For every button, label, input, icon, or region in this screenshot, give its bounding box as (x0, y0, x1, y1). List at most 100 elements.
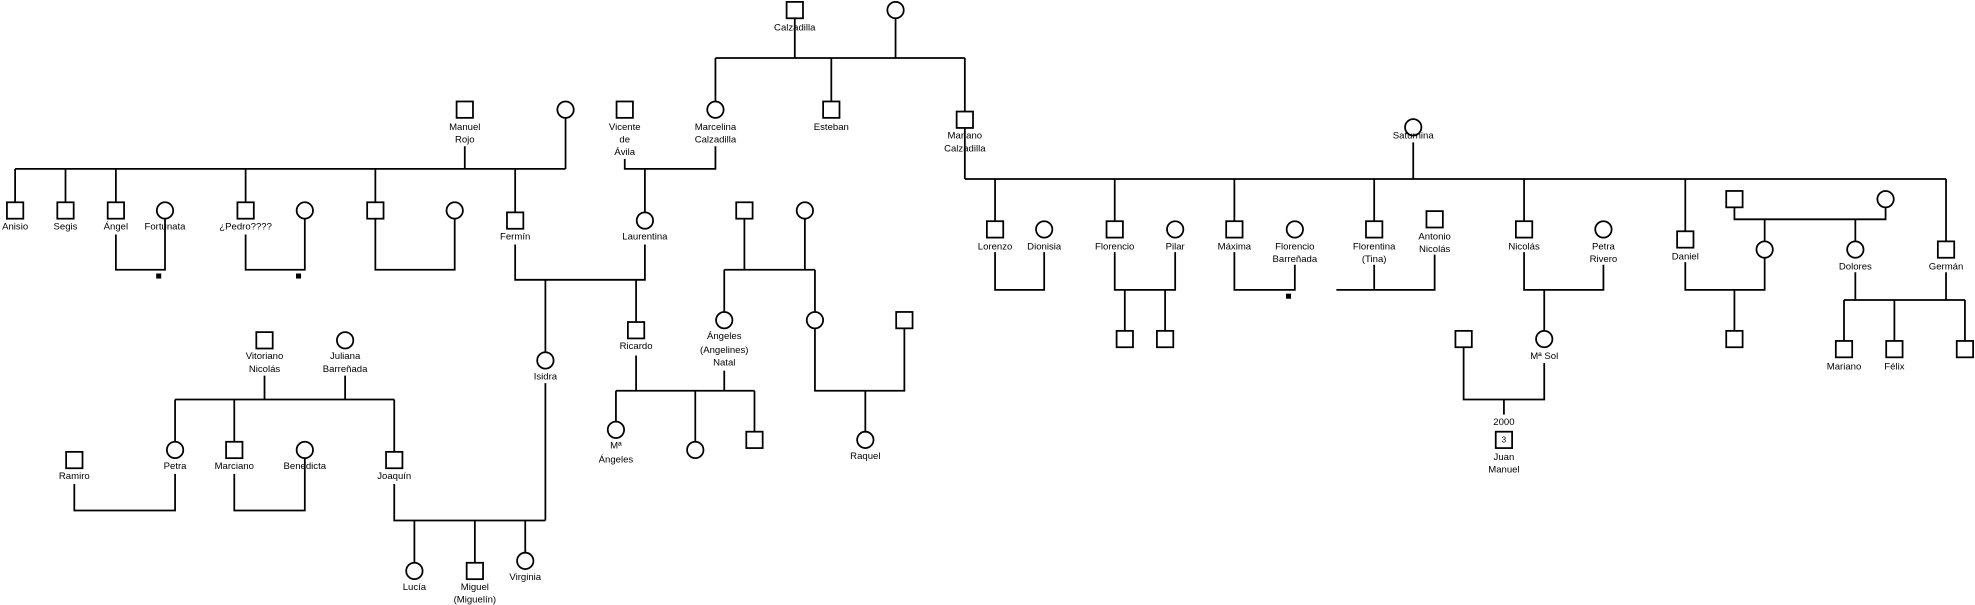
label-birth-year: 2000 (1493, 417, 1514, 428)
male-symbol-raquel-father[interactable] (895, 311, 914, 330)
male-symbol-german-son[interactable] (1955, 340, 1974, 359)
label-miguel: Miguel (461, 582, 489, 593)
label-florencio-barrenada: Florencio (1275, 242, 1314, 253)
female-symbol-dionisia[interactable] (1035, 220, 1054, 239)
male-symbol-angeles-father[interactable] (735, 201, 754, 220)
label-florentina: Florentina (1353, 242, 1396, 253)
male-symbol-lorenzo[interactable] (985, 220, 1005, 239)
male-symbol-antonio-nicolas[interactable] (1425, 210, 1444, 229)
female-symbol-calzadilla-wife[interactable] (886, 1, 905, 20)
label-vicente: Vicente (609, 122, 641, 133)
female-symbol-marcelina[interactable] (706, 100, 725, 119)
person-symbols (6, 1, 1974, 581)
female-symbol-daniel-wife[interactable] (1755, 240, 1774, 259)
male-symbol-daniel[interactable] (1676, 230, 1695, 249)
label-daniel: Daniel (1672, 252, 1699, 263)
male-symbol-maxima[interactable] (1225, 220, 1244, 239)
male-symbol-juan-manuel[interactable] (1494, 430, 1513, 449)
male-symbol-florentina[interactable] (1365, 220, 1384, 239)
label-fermin: Fermín (500, 231, 530, 242)
female-symbol-petra[interactable] (166, 440, 185, 460)
male-symbol-florencio[interactable] (1105, 220, 1124, 239)
male-symbol-marciano[interactable] (225, 440, 244, 460)
marciano-benedicta-line (233, 458, 306, 512)
label-antonio-nicolas: Nicolás (1419, 244, 1451, 255)
male-symbol-florencio-son-1[interactable] (1115, 329, 1134, 349)
female-symbol-pilar[interactable] (1166, 220, 1185, 239)
label-juliana: Juliana (330, 351, 361, 362)
label-ma-angeles: Mª (610, 441, 622, 452)
label-vitoriano: Vitoriano (246, 351, 284, 362)
female-symbol-isidra[interactable] (536, 351, 555, 370)
angel-fortunata-line (114, 219, 166, 271)
label-laurentina: Laurentina (622, 231, 668, 242)
female-symbol-juliana[interactable] (336, 331, 355, 350)
female-symbol-angeles[interactable] (715, 311, 734, 330)
male-symbol-vicente[interactable] (615, 100, 634, 119)
female-symbol-rojo-wife[interactable] (556, 100, 575, 119)
angeles-parents-line (723, 219, 816, 312)
label-joaquin: Joaquín (377, 471, 411, 482)
female-symbol-fortunata[interactable] (155, 201, 175, 220)
joaquin-isidra-line (393, 484, 546, 563)
female-symbol-angeles-sister[interactable] (805, 311, 825, 330)
female-symbol-florencio-barrenada[interactable] (1285, 220, 1304, 239)
female-symbol-wife-mother[interactable] (1876, 190, 1895, 209)
female-symbol-raquel[interactable] (856, 430, 875, 449)
male-symbol-nicolas[interactable] (1515, 220, 1534, 239)
male-symbol-ricardo-son[interactable] (745, 430, 764, 449)
male-symbol-fermin[interactable] (506, 211, 525, 230)
label-felix: Félix (1884, 361, 1904, 372)
female-symbol-lucia[interactable] (405, 561, 424, 581)
female-symbol-ma-sol[interactable] (1535, 329, 1554, 349)
male-symbol-angel[interactable] (106, 201, 125, 220)
female-symbol-ricardo-daughter[interactable] (686, 440, 705, 460)
pedro-couple-line (244, 219, 306, 271)
male-symbol-anisio[interactable] (6, 201, 25, 220)
female-symbol-benedicta[interactable] (295, 440, 314, 460)
female-symbol-unnamed[interactable] (445, 201, 464, 220)
label-saturnina: Saturnina (1393, 131, 1435, 142)
label-ramiro: Ramiro (59, 471, 90, 482)
male-symbol-segis[interactable] (56, 201, 75, 220)
male-symbol-german[interactable] (1936, 240, 1956, 259)
female-symbol-virginia[interactable] (516, 551, 535, 570)
female-symbol-laurentina[interactable] (635, 211, 654, 230)
nicolas-petra-line (1523, 252, 1605, 331)
female-symbol-dolores[interactable] (1846, 240, 1865, 259)
label-mariano-calzadilla: Calzadilla (944, 143, 986, 154)
label-ma-sol: Mª Sol (1530, 351, 1558, 362)
male-symbol-pedro[interactable] (236, 201, 255, 220)
label-vicente: Ávila (614, 147, 635, 158)
male-symbol-miguel[interactable] (465, 561, 484, 581)
label-benedicta: Benedicta (284, 461, 327, 472)
male-symbol-ma-sol-husband[interactable] (1454, 329, 1473, 349)
label-marcelina: Calzadilla (695, 134, 737, 145)
male-symbol-wife-father[interactable] (1725, 190, 1744, 209)
female-symbol-ma-angeles[interactable] (606, 420, 625, 439)
label-florencio-barrenada: Barreñada (1273, 254, 1318, 265)
label-dionisia: Dionisia (1027, 242, 1062, 253)
male-symbol-mariano[interactable] (1834, 340, 1854, 359)
male-symbol-unnamed[interactable] (366, 201, 385, 220)
male-symbol-ricardo[interactable] (627, 321, 646, 340)
male-symbol-felix[interactable] (1885, 340, 1904, 359)
female-symbol-pedro-wife[interactable] (295, 201, 314, 220)
label-vitoriano: Nicolás (249, 364, 281, 375)
label-mariano: Mariano (1827, 361, 1862, 372)
female-symbol-petra-rivero[interactable] (1594, 220, 1613, 239)
male-symbol-joaquin[interactable] (385, 450, 404, 470)
female-symbol-saturnina[interactable] (1404, 118, 1423, 137)
florencio-pilar-line (1113, 252, 1177, 331)
male-symbol-mariano-calzadilla[interactable] (955, 110, 974, 129)
male-symbol-daniel-son[interactable] (1725, 329, 1744, 349)
male-symbol-florencio-son-2[interactable] (1156, 329, 1175, 349)
rojo-family-line (14, 118, 567, 212)
male-symbol-vitoriano[interactable] (255, 331, 274, 350)
label-marciano: Marciano (215, 461, 254, 472)
female-symbol-angeles-mother[interactable] (795, 201, 814, 220)
male-symbol-esteban[interactable] (822, 100, 841, 119)
male-symbol-ramiro[interactable] (65, 450, 84, 470)
male-symbol-calzadilla[interactable] (785, 1, 804, 20)
male-symbol-manuel-rojo[interactable] (455, 100, 474, 119)
